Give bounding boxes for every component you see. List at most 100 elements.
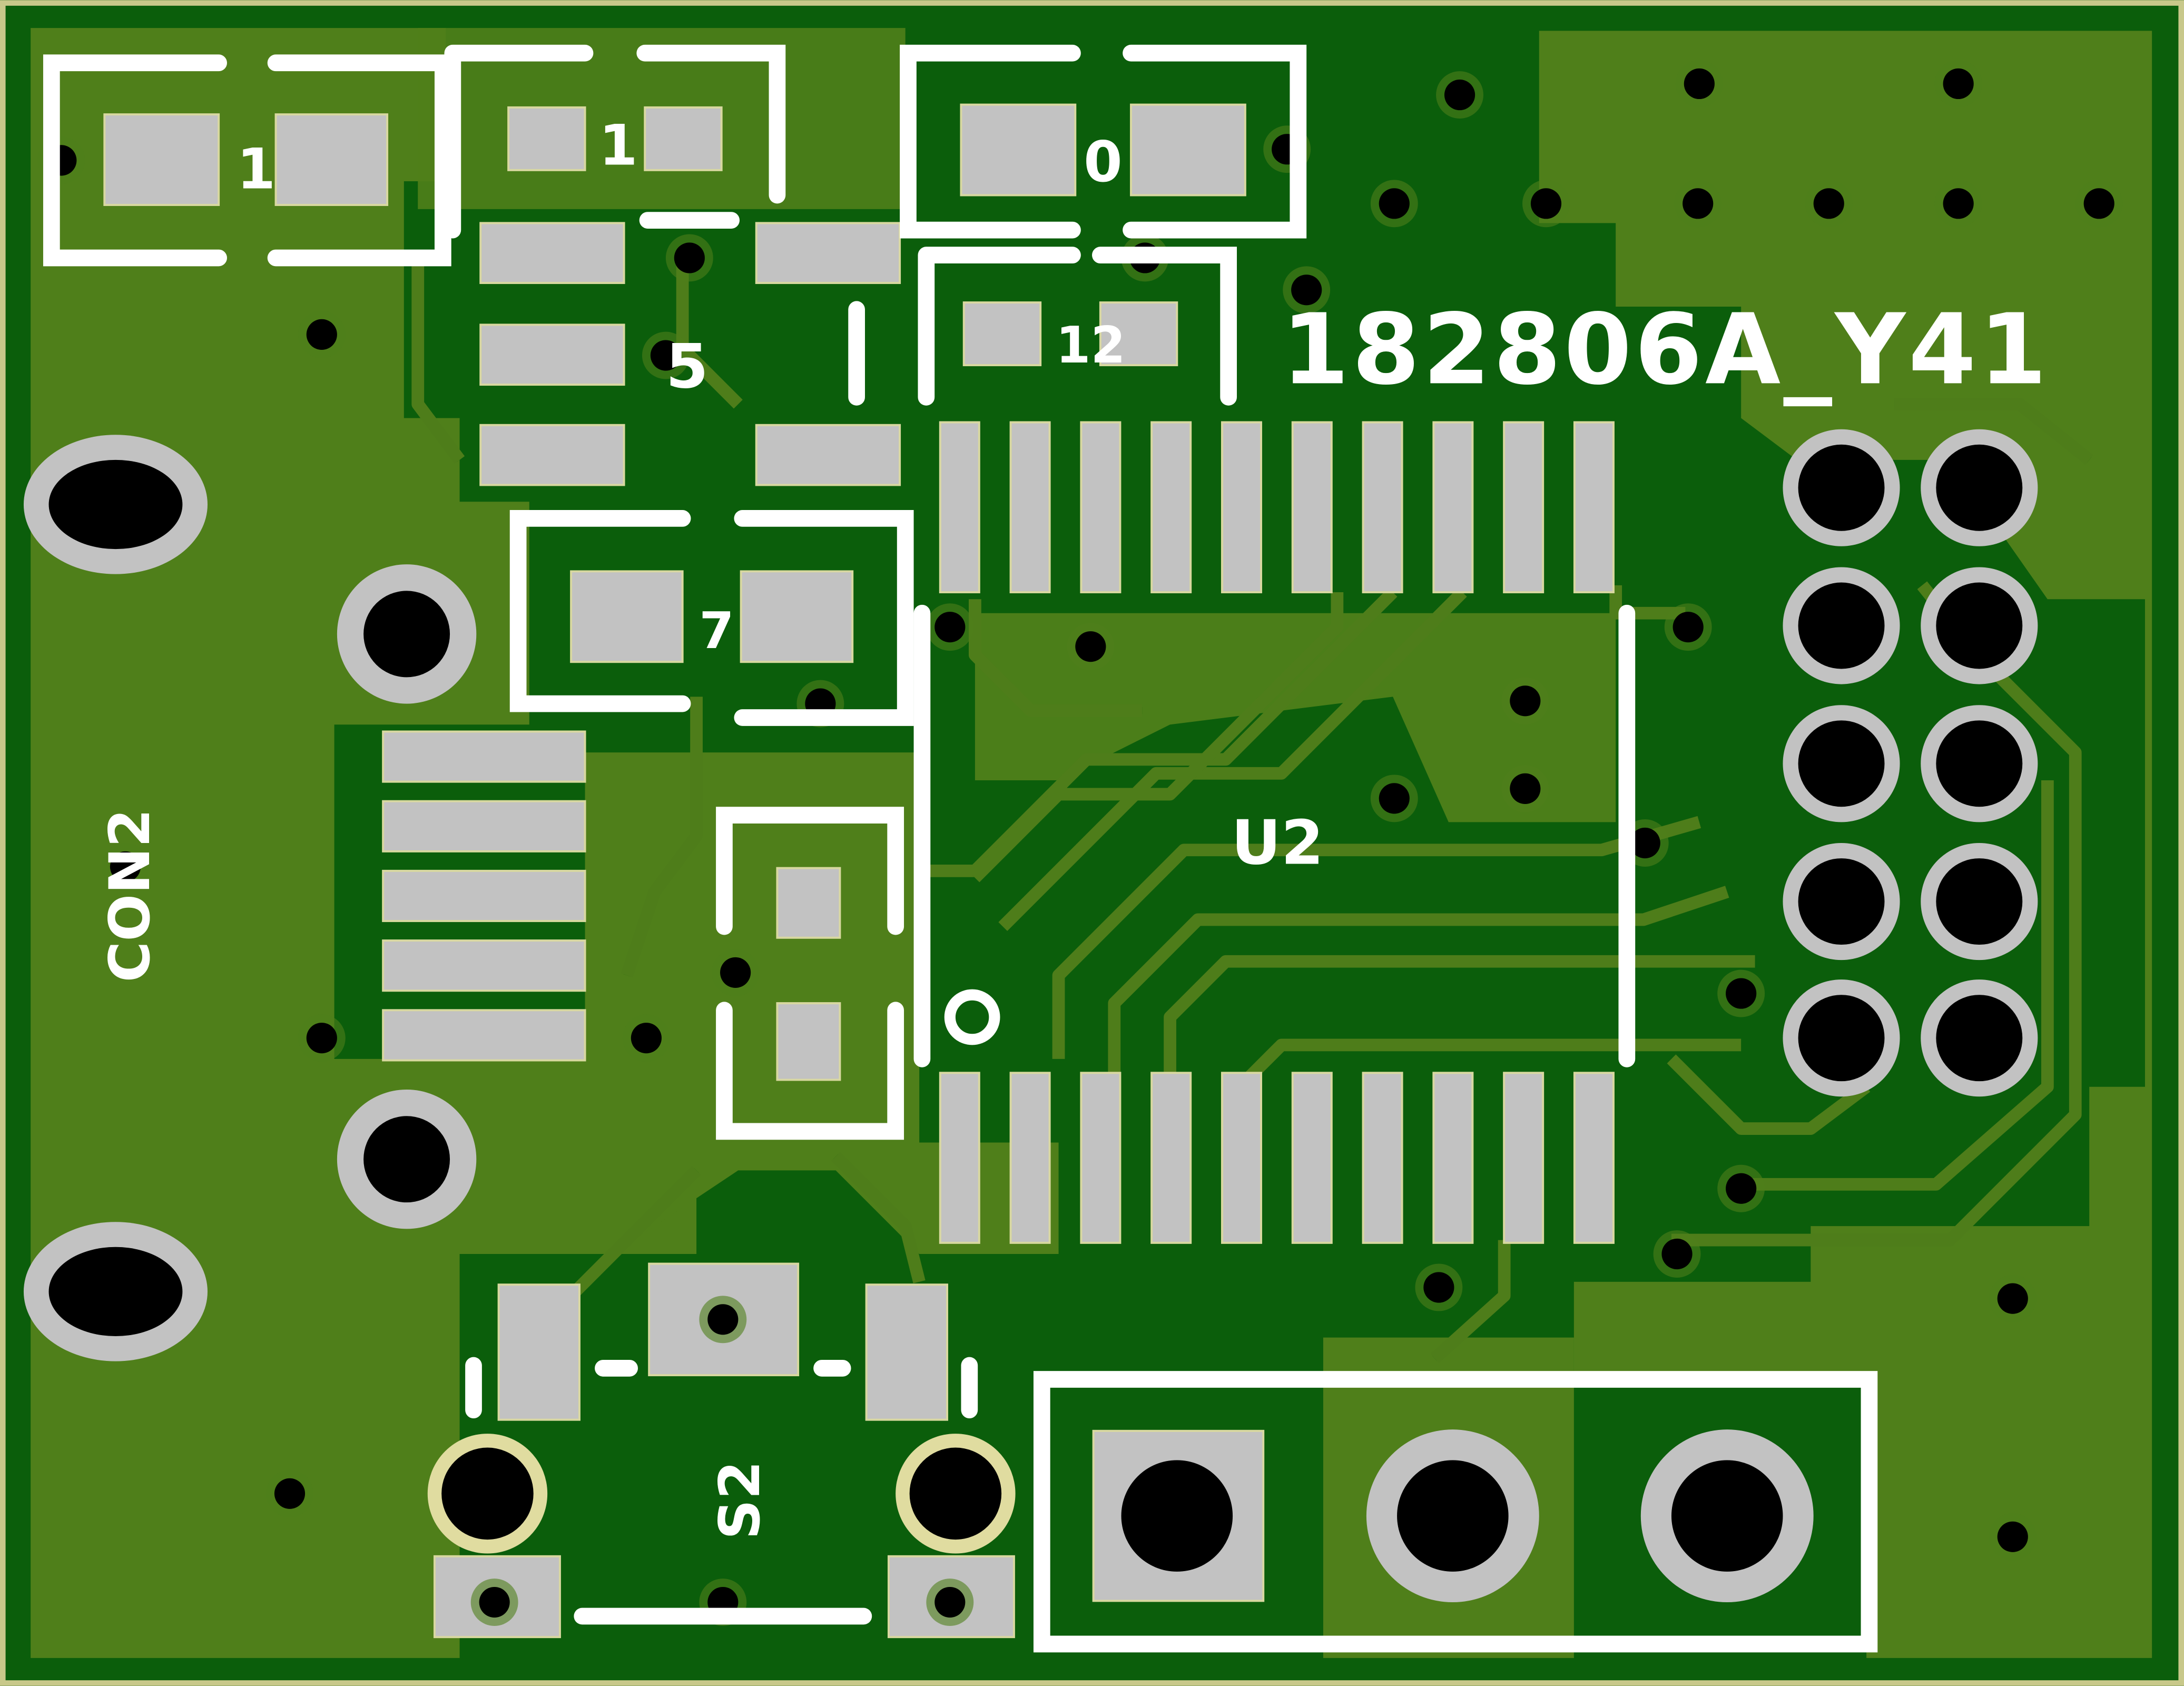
silkscreen: 182806A_Y41 U2 CON2 S2 1 1 0 12 5 7	[43, 44, 2050, 1653]
smd-pad	[1099, 301, 1178, 367]
copper-trace	[1741, 780, 2054, 1191]
u2-pad	[1362, 421, 1403, 594]
via	[1997, 1521, 2028, 1552]
via	[1510, 685, 1541, 717]
u2-pad	[1432, 1072, 1474, 1244]
u2-pad	[1573, 421, 1615, 594]
con2-pad	[382, 869, 586, 923]
drill-hole	[1936, 995, 2023, 1082]
via	[1379, 783, 1410, 814]
copper-trace	[831, 1152, 926, 1283]
via	[1379, 188, 1410, 219]
ref-partial-1: 1	[237, 136, 276, 201]
pin1-marker	[944, 989, 1000, 1045]
via	[110, 851, 141, 883]
copper-traces	[411, 251, 2093, 1364]
u2-pad	[939, 1072, 980, 1244]
via	[1997, 1283, 2028, 1314]
ref-partial-5: 5	[666, 331, 709, 402]
board-id-text: 182806A_Y41	[1282, 292, 2050, 406]
via	[1423, 1272, 1454, 1303]
via	[1510, 773, 1541, 804]
via	[1629, 827, 1660, 859]
drill-hole	[1936, 720, 2023, 807]
through-holes	[23, 60, 2123, 1626]
drill-hole	[1798, 720, 1885, 807]
via	[1684, 68, 1715, 100]
smd-pad	[479, 424, 625, 486]
copper-trace	[411, 264, 465, 464]
via	[1813, 188, 1844, 219]
drill-hole	[1936, 858, 2023, 945]
via	[1530, 188, 1562, 219]
via	[2083, 188, 2114, 219]
via	[1661, 1238, 1693, 1270]
drill-hole	[363, 591, 450, 678]
u2-pad	[1362, 1072, 1403, 1244]
smd-pad	[755, 222, 901, 285]
drill-hole	[1798, 995, 1885, 1082]
drill-hole	[1121, 1460, 1233, 1572]
u2-pad	[1573, 1072, 1615, 1244]
smd-pad	[103, 113, 220, 206]
via	[1726, 1173, 1757, 1204]
copper-trace	[1108, 886, 1729, 1073]
board-id-label: 182806A_Y41	[1282, 292, 2050, 406]
via	[934, 1586, 966, 1618]
con2-pad	[382, 800, 586, 852]
switch-pad	[865, 1283, 948, 1421]
copper-trace	[968, 599, 1143, 717]
via	[479, 1586, 510, 1618]
via	[306, 319, 337, 350]
via	[934, 612, 966, 643]
smd-pad	[962, 301, 1042, 367]
mounting-slot-drill	[48, 1247, 183, 1337]
mounting-slot-drill	[48, 459, 183, 550]
via	[720, 957, 751, 988]
via	[1444, 80, 1475, 111]
copper-trace	[1164, 955, 1755, 1073]
u2-pad	[1009, 421, 1051, 594]
copper-trace	[970, 592, 1344, 883]
via	[650, 340, 681, 371]
via	[707, 1304, 739, 1335]
u2-pad	[1291, 1072, 1333, 1244]
con2-pad	[382, 1009, 586, 1062]
copper-trace	[1609, 585, 1686, 620]
s2-designator: S2	[707, 1460, 772, 1540]
copper-trace	[1430, 1240, 1511, 1364]
drill-hole	[1798, 444, 1885, 531]
smd-pad	[740, 570, 854, 663]
con2-pad	[382, 730, 586, 783]
smd-pad	[1130, 103, 1246, 197]
u2-pad	[1150, 421, 1192, 594]
u2-pad	[1291, 421, 1333, 594]
ref-partial-2: 1	[599, 113, 638, 178]
ref-partial-6: 7	[699, 602, 734, 660]
smd-pad	[776, 867, 841, 939]
drill-hole	[1936, 582, 2023, 669]
via	[1291, 275, 1322, 306]
drill-hole	[1936, 444, 2023, 531]
via	[1683, 188, 1714, 219]
smd-pad	[960, 103, 1077, 197]
smd-pad	[479, 324, 625, 386]
copper-trace	[919, 587, 1398, 877]
u2-pad	[1080, 421, 1121, 594]
u2-pad	[1080, 1072, 1121, 1244]
smd-pad	[507, 106, 586, 171]
drill-hole	[1798, 582, 1885, 669]
u2-pad	[1503, 421, 1544, 594]
via	[1943, 68, 1974, 100]
copper-trace	[1667, 1054, 1871, 1135]
drill-hole	[909, 1447, 1002, 1540]
u2-designator: U2	[1231, 808, 1323, 879]
u2-pad	[1503, 1072, 1544, 1244]
u2-pad	[1009, 1072, 1051, 1244]
drill-hole	[441, 1447, 534, 1540]
u2-pad	[1432, 421, 1474, 594]
u2-pad	[1221, 1072, 1262, 1244]
u2-pad	[1150, 1072, 1192, 1244]
u2-pad	[1221, 421, 1262, 594]
